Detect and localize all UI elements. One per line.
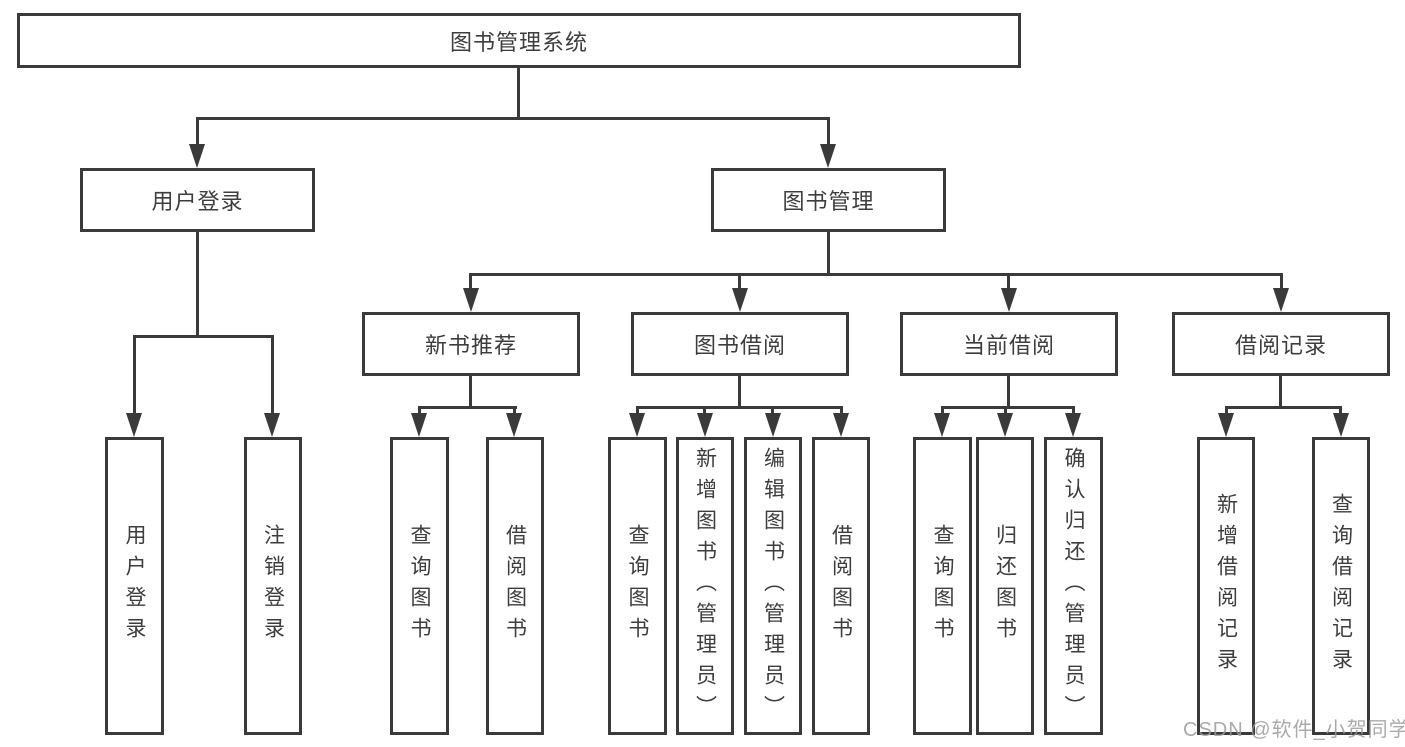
arrow-down-icon <box>934 413 950 437</box>
node-br-query-record: 查询借阅记录 <box>1312 437 1370 735</box>
node-user-login: 用户登录 <box>80 168 315 232</box>
connector-cb-hline <box>941 406 1075 409</box>
node-cb-confirm-return-admin: 确认归还（管理员） <box>1044 437 1103 735</box>
connector-bookmgmt-child1-stem <box>469 273 472 293</box>
arrow-down-icon <box>732 288 748 312</box>
node-current-borrow: 当前借阅 <box>900 312 1118 376</box>
connector-rec-hline <box>418 406 517 409</box>
node-library-management-system: 图书管理系统 <box>17 13 1021 68</box>
node-bb-add-book-admin: 新增图书（管理员） <box>676 437 734 735</box>
connector-cb-child3-stem <box>1072 406 1075 418</box>
connector-cb-child2-stem <box>1004 406 1007 418</box>
connector-root-stem <box>517 66 520 120</box>
arrow-down-icon <box>833 413 849 437</box>
connector-login-stem <box>196 232 199 338</box>
connector-root-child1-stem <box>196 117 199 150</box>
connector-login-hline <box>133 335 274 338</box>
arrow-down-icon <box>1333 413 1349 437</box>
connector-bb-hline <box>636 406 843 409</box>
node-bb-borrow-book: 借阅图书 <box>812 437 870 735</box>
arrow-down-icon <box>765 413 781 437</box>
connector-br-hline <box>1225 406 1342 409</box>
arrow-down-icon <box>1218 413 1234 437</box>
connector-rec-stem <box>469 376 472 409</box>
arrow-down-icon <box>506 413 522 437</box>
node-rec-query-book: 查询图书 <box>390 437 449 735</box>
connector-bookmgmt-child2-stem <box>738 273 741 293</box>
arrow-down-icon <box>189 144 205 168</box>
connector-bb-child2-stem <box>703 406 706 418</box>
connector-bb-child3-stem <box>771 406 774 418</box>
node-bb-edit-book-admin: 编辑图书（管理员） <box>744 437 802 735</box>
arrow-down-icon <box>411 413 427 437</box>
arrow-down-icon <box>1001 288 1017 312</box>
connector-bb-child4-stem <box>840 406 843 418</box>
node-br-add-record: 新增借阅记录 <box>1197 437 1255 735</box>
connector-root-hline <box>196 117 830 120</box>
connector-bookmgmt-stem <box>827 232 830 276</box>
connector-bookmgmt-child4-stem <box>1280 273 1283 293</box>
connector-br-child2-stem <box>1339 406 1342 418</box>
node-book-borrow: 图书借阅 <box>631 312 849 376</box>
node-login-user-login: 用户登录 <box>105 437 164 735</box>
connector-bookmgmt-child3-stem <box>1007 273 1010 293</box>
arrow-down-icon <box>1273 288 1289 312</box>
arrow-down-icon <box>264 413 280 437</box>
connector-cb-stem <box>1007 376 1010 409</box>
node-book-management: 图书管理 <box>711 168 946 232</box>
connector-login-child2-stem <box>271 335 274 418</box>
connector-rec-child2-stem <box>513 406 516 418</box>
connector-login-child1-stem <box>133 335 136 418</box>
arrow-down-icon <box>629 413 645 437</box>
node-bb-query-book: 查询图书 <box>608 437 667 735</box>
node-cb-query-book: 查询图书 <box>913 437 972 735</box>
watermark: CSDN @软件_小贺同学 <box>1183 719 1405 741</box>
connector-bb-child1-stem <box>636 406 639 418</box>
node-cb-return-book: 归还图书 <box>976 437 1034 735</box>
arrow-down-icon <box>997 413 1013 437</box>
connector-br-stem <box>1279 376 1282 409</box>
node-logout-login: 注销登录 <box>244 437 302 735</box>
connector-bb-stem <box>738 376 741 409</box>
node-rec-borrow-book: 借阅图书 <box>486 437 544 735</box>
connector-cb-child1-stem <box>941 406 944 418</box>
connector-br-child1-stem <box>1225 406 1228 418</box>
arrow-down-icon <box>697 413 713 437</box>
connector-bookmgmt-hline <box>469 273 1283 276</box>
connector-root-child2-stem <box>827 117 830 150</box>
arrow-down-icon <box>463 288 479 312</box>
arrow-down-icon <box>126 413 142 437</box>
arrow-down-icon <box>1065 413 1081 437</box>
node-borrow-record: 借阅记录 <box>1172 312 1390 376</box>
connector-rec-child1-stem <box>418 406 421 418</box>
node-new-book-recommend: 新书推荐 <box>362 312 580 376</box>
arrow-down-icon <box>820 144 836 168</box>
